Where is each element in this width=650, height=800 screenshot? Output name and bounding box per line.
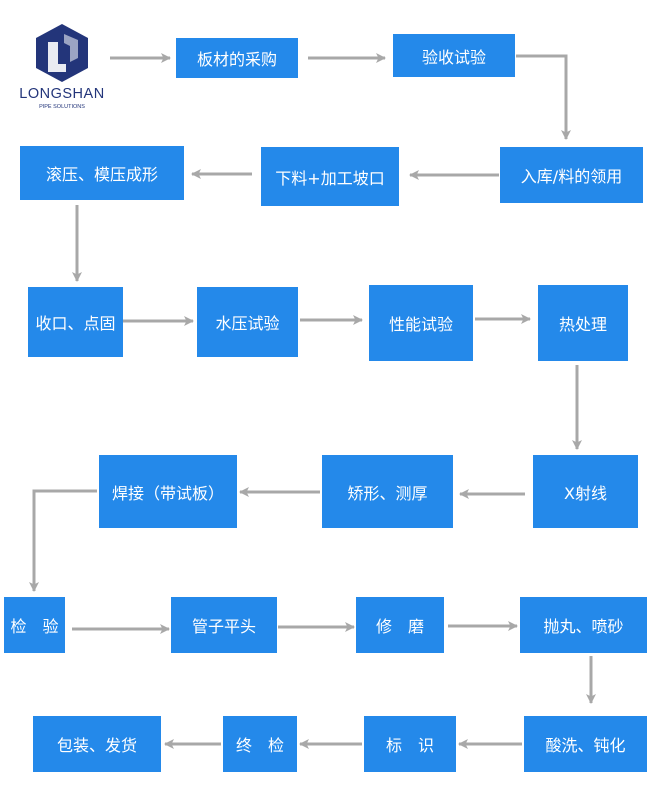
step-straightening-thickness: 矫形、测厚 (322, 455, 453, 528)
step-marking: 标 识 (364, 716, 456, 772)
step-warehousing-material-issue: 入库/料的领用 (500, 147, 643, 203)
logo-wordmark: LONGSHAN (19, 86, 105, 102)
step-performance-test: 性能试验 (369, 285, 473, 361)
logo-tagline: PIPE SOLUTIONS (39, 104, 85, 110)
step-closing-tack-welding: 收口、点固 (28, 287, 123, 357)
step-welding-with-test-plate: 焊接（带试板） (99, 455, 237, 528)
step-sheet-purchase: 板材的采购 (176, 38, 298, 78)
company-logo: LONGSHAN PIPE SOLUTIONS (14, 22, 114, 117)
step-x-ray: X射线 (533, 455, 638, 528)
step-acceptance-test: 验收试验 (393, 34, 515, 77)
arrow-13-14 (29, 489, 97, 592)
logo-mark-icon (36, 24, 88, 82)
step-grinding: 修 磨 (356, 597, 444, 653)
step-shot-sand-blasting: 抛丸、喷砂 (520, 597, 647, 653)
step-cutting-beveling: 下料+加工坡口 (261, 147, 399, 206)
step-final-inspection: 终 检 (223, 716, 297, 772)
step-packing-shipping: 包装、发货 (33, 716, 161, 772)
step-hydrostatic-test: 水压试验 (197, 287, 298, 357)
step-roll-press-forming: 滚压、模压成形 (20, 146, 184, 200)
step-inspection: 检 验 (4, 597, 65, 653)
step-heat-treatment: 热处理 (538, 285, 628, 361)
step-pipe-end-facing: 管子平头 (171, 597, 277, 653)
step-pickling-passivation: 酸洗、钝化 (524, 716, 647, 772)
arrow-3-4 (516, 54, 571, 140)
